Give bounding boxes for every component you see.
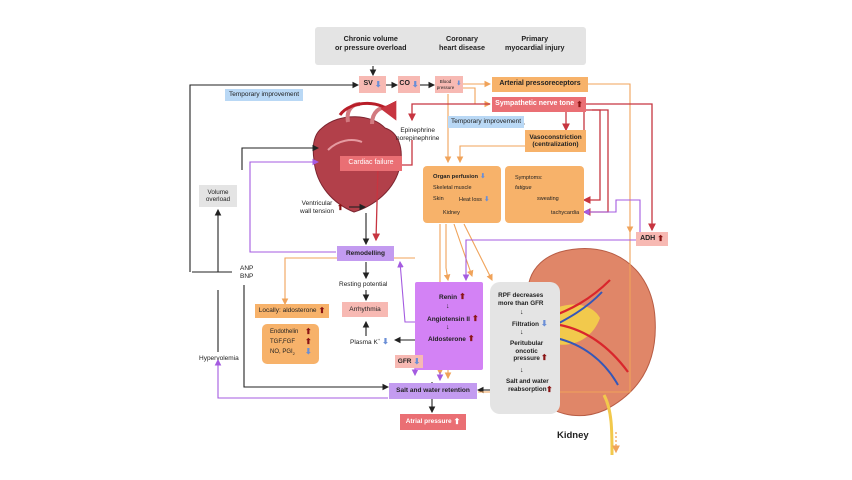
down-arrow-icon: ⬇	[540, 319, 548, 328]
down-arrow-icon: ⬇	[411, 79, 419, 89]
filtration-label: Filtration⬇	[512, 319, 548, 328]
plasma-k-label: Plasma K+⬇	[350, 336, 389, 346]
no-pgi-label: NO, PGI2	[270, 349, 295, 357]
up-arrow-icon: ⬆	[459, 292, 466, 301]
blood-pressure-label: Blood pressure	[436, 79, 455, 90]
atrial-pressure-box: Atrial pressure⬆	[400, 414, 466, 430]
up-arrow-icon: ⬆	[657, 234, 664, 244]
aldosterone-label: Aldosterone⬆	[428, 334, 475, 343]
organ-perfusion-title: Organ perfusion⬇	[433, 173, 486, 180]
vasoconstriction-box: Vasoconstriction (centralization)	[525, 130, 586, 152]
cause-myocardial-injury: Primary myocardial injury	[505, 34, 565, 52]
up-arrow-icon: ⬆	[467, 334, 475, 343]
oncotic-pressure-label: Peritubular oncotic pressure	[510, 340, 544, 363]
down-arrow-icon: ⬇	[374, 79, 382, 89]
chevron-down-icon: ↓	[446, 303, 450, 310]
rpf-label: RPF decreases more than GFR	[498, 292, 544, 307]
down-arrow-icon: ⬇	[305, 347, 312, 356]
down-arrow-icon: ⬇	[456, 81, 462, 88]
down-arrow-icon: ⬇	[483, 196, 490, 203]
cardiac-failure-box: Cardiac failure	[340, 156, 402, 171]
co-box: CO⬇	[398, 76, 420, 93]
endothelin-label: Endothelin	[270, 329, 299, 335]
resting-potential-label: Resting potential	[339, 281, 388, 288]
sv-label: SV	[363, 80, 373, 88]
causes-panel: Chronic volume or pressure overload Coro…	[315, 27, 586, 65]
kidney-perfusion-label: Kidney	[443, 210, 460, 216]
sympathetic-tone-label: Sympathetic nerve tone	[495, 100, 575, 108]
sympathetic-tone-box: Sympathetic nerve tone⬆	[492, 97, 586, 112]
fatigue-label: fatigue	[515, 185, 532, 191]
up-arrow-icon: ⬆	[305, 337, 312, 346]
raas-panel: Renin⬆ ↓ Angiotensin II⬆ ↓ Aldosterone⬆	[415, 282, 483, 370]
tgf-fgf-label: TGF,FGF	[270, 339, 295, 345]
down-arrow-icon: ⬇	[382, 337, 389, 346]
up-arrow-icon: ⬆	[337, 203, 344, 212]
up-arrow-icon: ⬆	[546, 385, 553, 394]
sv-box: SV⬇	[359, 76, 386, 93]
remodelling-box: Remodelling	[337, 246, 394, 261]
kidney-mechanism-panel: RPF decreases more than GFR ↓ Filtration…	[490, 282, 560, 414]
down-arrow-icon: ⬇	[413, 356, 421, 366]
anp-bnp-label: ANP BNP	[240, 265, 254, 280]
arterial-pressoreceptors-box: Arterial pressoreceptors	[492, 77, 588, 92]
up-arrow-icon: ⬆	[453, 417, 461, 427]
endothelin-box: Endothelin TGF,FGF NO, PGI2 ⬆ ⬆ ⬇	[262, 324, 319, 364]
chevron-down-icon: ↓	[520, 367, 524, 374]
chevron-down-icon: ↓	[520, 329, 524, 336]
temporary-improvement-label-right: Temporary improvement	[448, 116, 524, 128]
chevron-down-icon: ↓	[446, 324, 450, 331]
heart-curve-arrow	[338, 100, 397, 121]
cause-coronary-disease: Coronary heart disease	[439, 34, 485, 52]
skeletal-muscle-label: Skeletal muscle	[433, 185, 472, 191]
skin-label: Skin	[433, 196, 444, 202]
temporary-improvement-label-left: Temporary improvement	[225, 89, 303, 101]
organ-perfusion-panel: Organ perfusion⬇ Skeletal muscle Skin He…	[423, 166, 501, 223]
up-arrow-icon: ⬆	[576, 99, 583, 109]
hypervolemia-label: Hypervolemia	[199, 355, 239, 362]
salt-water-retention-box: Salt and water retention	[389, 383, 477, 399]
symptoms-panel: Symptoms: fatigue sweating tachycardia	[505, 166, 584, 223]
sweating-label: sweating	[537, 196, 559, 202]
down-arrow-icon: ⬇	[480, 173, 486, 180]
up-arrow-icon: ⬆	[305, 327, 312, 336]
heat-loss-label: Heat loss⬇	[459, 196, 490, 203]
symptoms-title: Symptoms:	[515, 175, 543, 181]
volume-overload-box: Volume overload	[199, 185, 237, 207]
gfr-box: GFR⬇	[395, 355, 423, 368]
blood-pressure-box: Blood pressure⬇	[435, 76, 463, 93]
angiotensin-label: Angiotensin II⬆	[427, 314, 479, 323]
adh-box: ADH⬆	[636, 232, 668, 246]
co-label: CO	[399, 80, 410, 88]
tachycardia-label: tachycardia	[551, 210, 580, 216]
locally-aldosterone-box: Locally: aldosterone⬆	[255, 304, 329, 318]
black-connectors	[189, 66, 526, 414]
up-arrow-icon: ⬆	[318, 306, 326, 316]
chevron-down-icon: ↓	[520, 309, 524, 316]
renin-label: Renin⬆	[439, 292, 466, 301]
kidney-title: Kidney	[557, 430, 589, 441]
heart-highlight	[327, 139, 363, 151]
epinephrine-label: Epinephrine norepinephrine	[396, 127, 440, 142]
arrhythmia-box: Arrhythmia	[342, 302, 388, 317]
ureter	[602, 394, 614, 456]
cause-volume-overload: Chronic volume or pressure overload	[335, 34, 407, 52]
ventricular-wall-tension-label: Ventricular wall tension	[300, 200, 334, 215]
up-arrow-icon: ⬆	[471, 314, 479, 323]
up-arrow-icon: ⬆	[541, 353, 548, 362]
reabsorption-label: Salt and water reabsorption	[506, 378, 549, 393]
